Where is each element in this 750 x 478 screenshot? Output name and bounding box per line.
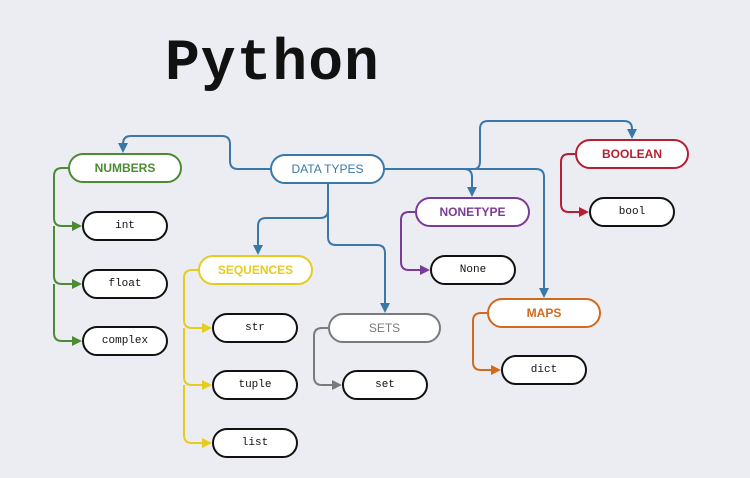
node-nonetype: NONETYPE bbox=[415, 197, 530, 227]
edge-root-sequences bbox=[253, 184, 329, 255]
edge-root-boolean bbox=[472, 120, 637, 170]
edge-sets-set bbox=[313, 327, 342, 390]
node-boolean: BOOLEAN bbox=[575, 139, 689, 169]
node-list: list bbox=[212, 428, 298, 458]
edge-numbers-complex bbox=[53, 284, 82, 346]
node-maps: MAPS bbox=[487, 298, 601, 328]
node-numbers: NUMBERS bbox=[68, 153, 182, 183]
edge-root-nonetype bbox=[385, 168, 477, 197]
edge-numbers-int bbox=[53, 167, 82, 231]
edge-sequences-str bbox=[183, 269, 212, 333]
edge-root-sets bbox=[327, 210, 390, 313]
node-data-types: DATA TYPES bbox=[270, 154, 385, 184]
node-bool: bool bbox=[589, 197, 675, 227]
node-sets: SETS bbox=[328, 313, 441, 343]
node-set: set bbox=[342, 370, 428, 400]
edge-sequences-tuple bbox=[183, 328, 212, 390]
node-str: str bbox=[212, 313, 298, 343]
edge-root-numbers bbox=[118, 135, 270, 170]
edge-nonetype-none bbox=[400, 211, 430, 275]
edge-sequences-list bbox=[183, 385, 212, 448]
node-int: int bbox=[82, 211, 168, 241]
node-complex: complex bbox=[82, 326, 168, 356]
edge-numbers-float bbox=[53, 226, 82, 289]
node-float: float bbox=[82, 269, 168, 299]
edge-boolean-bool bbox=[560, 153, 589, 217]
node-none: None bbox=[430, 255, 516, 285]
node-tuple: tuple bbox=[212, 370, 298, 400]
node-sequences: SEQUENCES bbox=[198, 255, 313, 285]
diagram-title: Python bbox=[165, 32, 380, 97]
node-dict: dict bbox=[501, 355, 587, 385]
edge-maps-dict bbox=[472, 312, 501, 375]
edge-root-maps bbox=[464, 168, 549, 298]
